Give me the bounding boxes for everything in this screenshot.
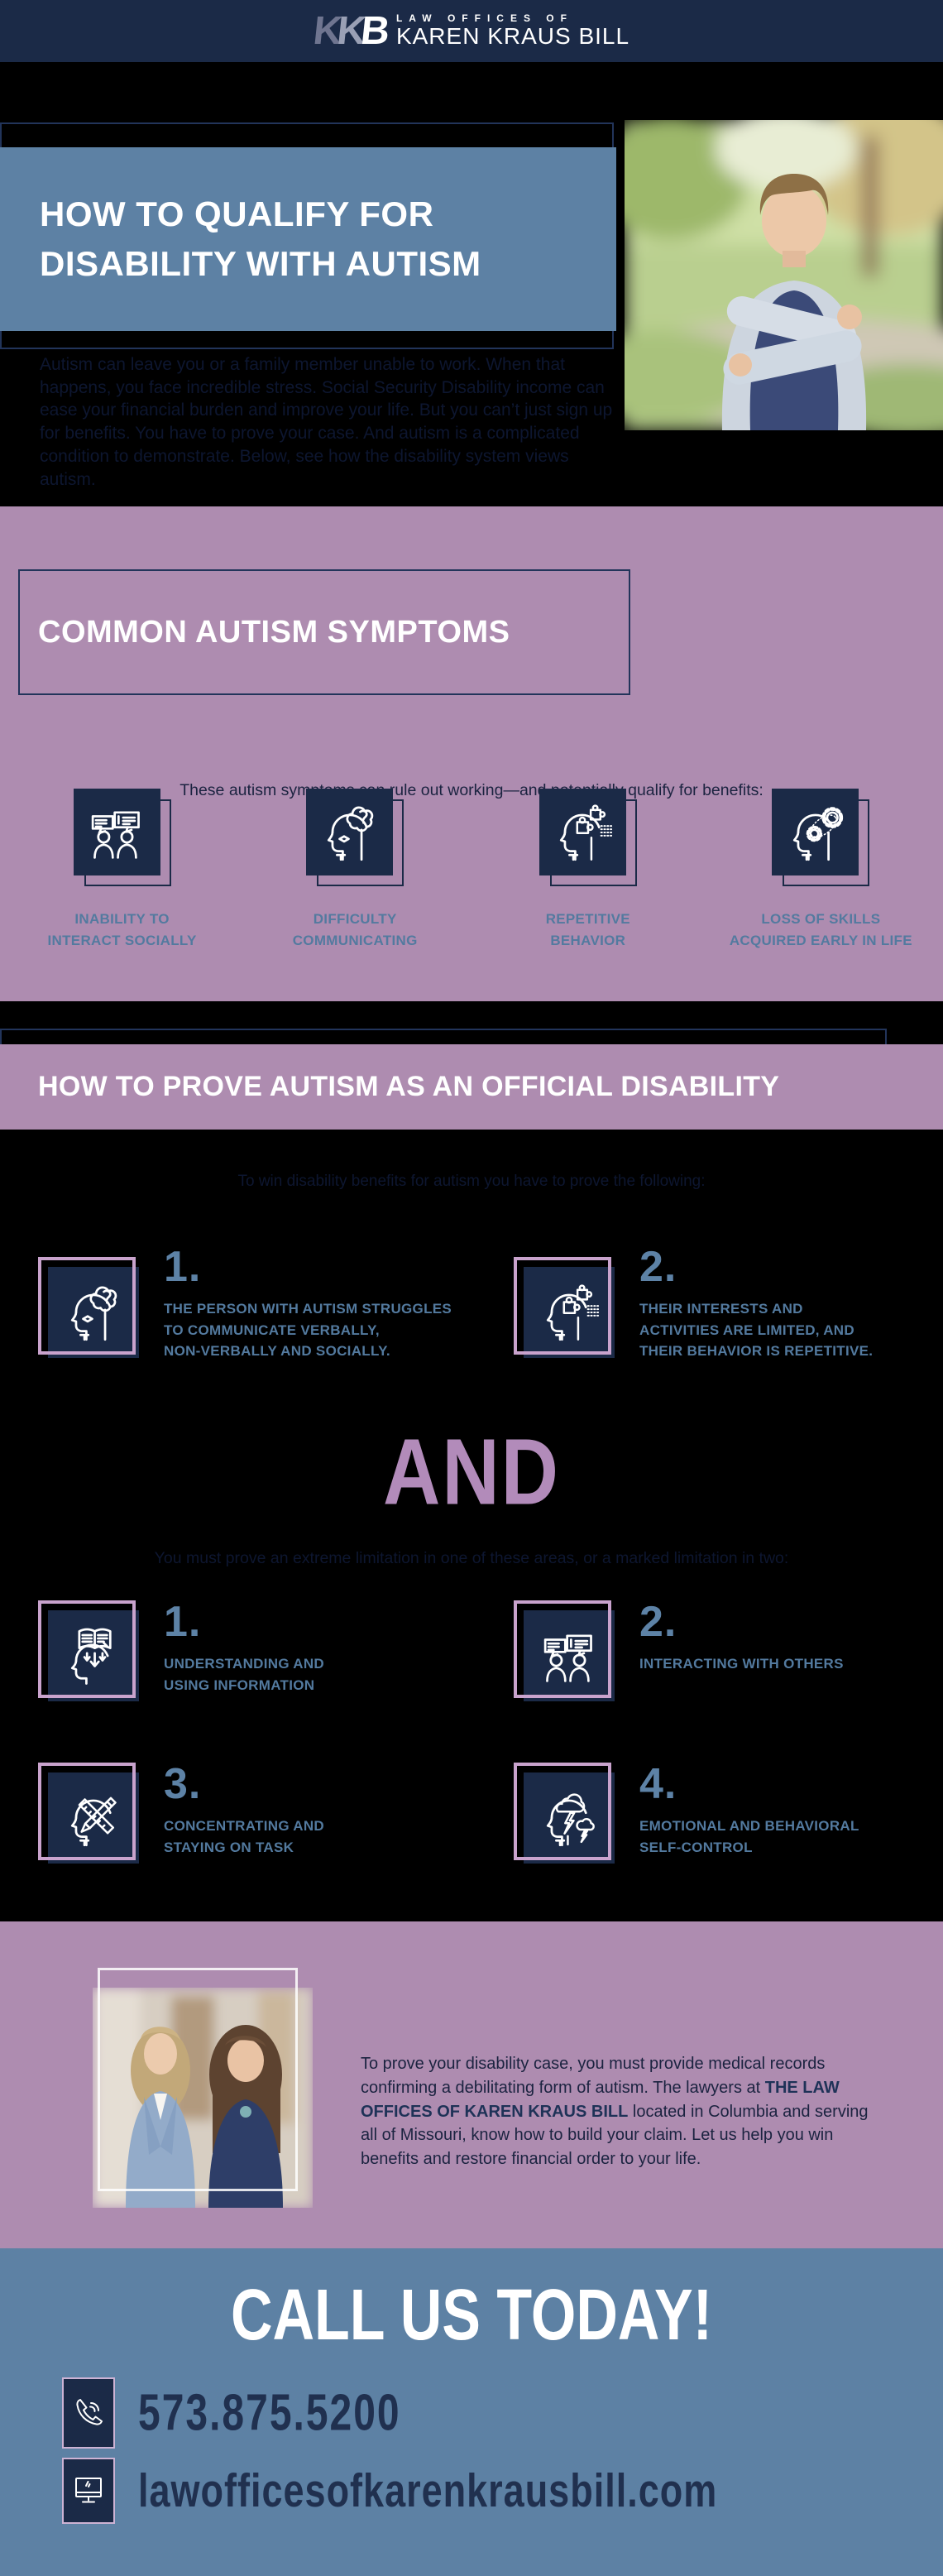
prove-title: HOW TO PROVE AUTISM AS AN OFFICIAL DISAB… [38, 1071, 780, 1102]
criterion-number: 2. [639, 1243, 677, 1291]
firm-name-small: LAW OFFICES OF [395, 12, 573, 24]
kkb-logo-mark: KKB [311, 8, 387, 53]
head-puzzle-icon [514, 1257, 623, 1366]
head-book-icon [38, 1600, 147, 1710]
head-question-icon [38, 1257, 147, 1366]
area-number: 1. [164, 1598, 202, 1646]
phone-number[interactable]: 573.875.5200 [138, 2384, 401, 2442]
symptoms-title-box: COMMON AUTISM SYMPTOMS [18, 569, 630, 695]
area-number: 3. [164, 1760, 202, 1808]
firm-name-large: KAREN KRAUS BILL [395, 22, 630, 49]
hero-section: HOW TO QUALIFY FOR DISABILITY WITH AUTIS… [0, 62, 943, 506]
people-conversation-icon [514, 1600, 623, 1710]
area-number: 4. [639, 1760, 677, 1808]
head-storm-icon [514, 1763, 623, 1872]
head-pencil-ruler-icon [38, 1763, 147, 1872]
and-connector: AND [383, 1420, 560, 1525]
photo-offset-frame [98, 1968, 298, 2191]
phone-contact[interactable]: 573.875.5200 [62, 2377, 401, 2449]
monitor-icon [62, 2458, 115, 2524]
phone-icon [62, 2377, 115, 2449]
head-question-icon [306, 789, 404, 886]
firm-logo: KKB LAW OFFICES OF KAREN KRAUS BILL [311, 8, 630, 53]
website-contact[interactable]: lawofficesofkarenkrausbill.com [62, 2458, 717, 2524]
area-item: 2. INTERACTING WITH OTHERS [514, 1600, 859, 1710]
prove-banner: HOW TO PROVE AUTISM AS AN OFFICIAL DISAB… [0, 1044, 943, 1130]
about-paragraph: To prove your disability case, you must … [361, 2055, 869, 2169]
header-bar: KKB LAW OFFICES OF KAREN KRAUS BILL [0, 0, 943, 62]
website-url[interactable]: lawofficesofkarenkrausbill.com [138, 2463, 718, 2517]
intro-paragraph: Autism can leave you or a family member … [40, 355, 613, 489]
head-puzzle-icon [539, 789, 637, 886]
criterion-number: 1. [164, 1243, 202, 1291]
symptoms-section: COMMON AUTISM SYMPTOMS These autism symp… [0, 506, 943, 1001]
boy-photo [562, 95, 943, 439]
lawyers-photo [93, 1988, 313, 2208]
page-title: HOW TO QUALIFY FOR DISABILITY WITH AUTIS… [40, 194, 481, 283]
firm-name-inline: THE LAW OFFICES OF KAREN KRAUS BILL [361, 2078, 840, 2121]
area-number: 2. [639, 1598, 677, 1646]
title-box: HOW TO QUALIFY FOR DISABILITY WITH AUTIS… [0, 147, 616, 331]
symptoms-title: COMMON AUTISM SYMPTOMS [38, 614, 510, 650]
prove-section: HOW TO PROVE AUTISM AS AN OFFICIAL DISAB… [0, 1001, 943, 1921]
head-gears-icon [772, 789, 870, 886]
cta-title: CALL US TODAY! [230, 2274, 713, 2355]
cta-section: CALL US TODAY! 573.875.5200 lawofficesof… [0, 2248, 943, 2576]
about-section: To prove your disability case, you must … [0, 1921, 943, 2248]
area-text: INTERACTING WITH OTHERS [639, 1656, 844, 1672]
firm-name: LAW OFFICES OF KAREN KRAUS BILL [393, 12, 630, 50]
prove-subtitle: To win disability benefits for autism yo… [237, 1173, 706, 1190]
people-conversation-icon [73, 789, 171, 886]
limitation-intro: You must prove an extreme limitation in … [154, 1549, 789, 1567]
